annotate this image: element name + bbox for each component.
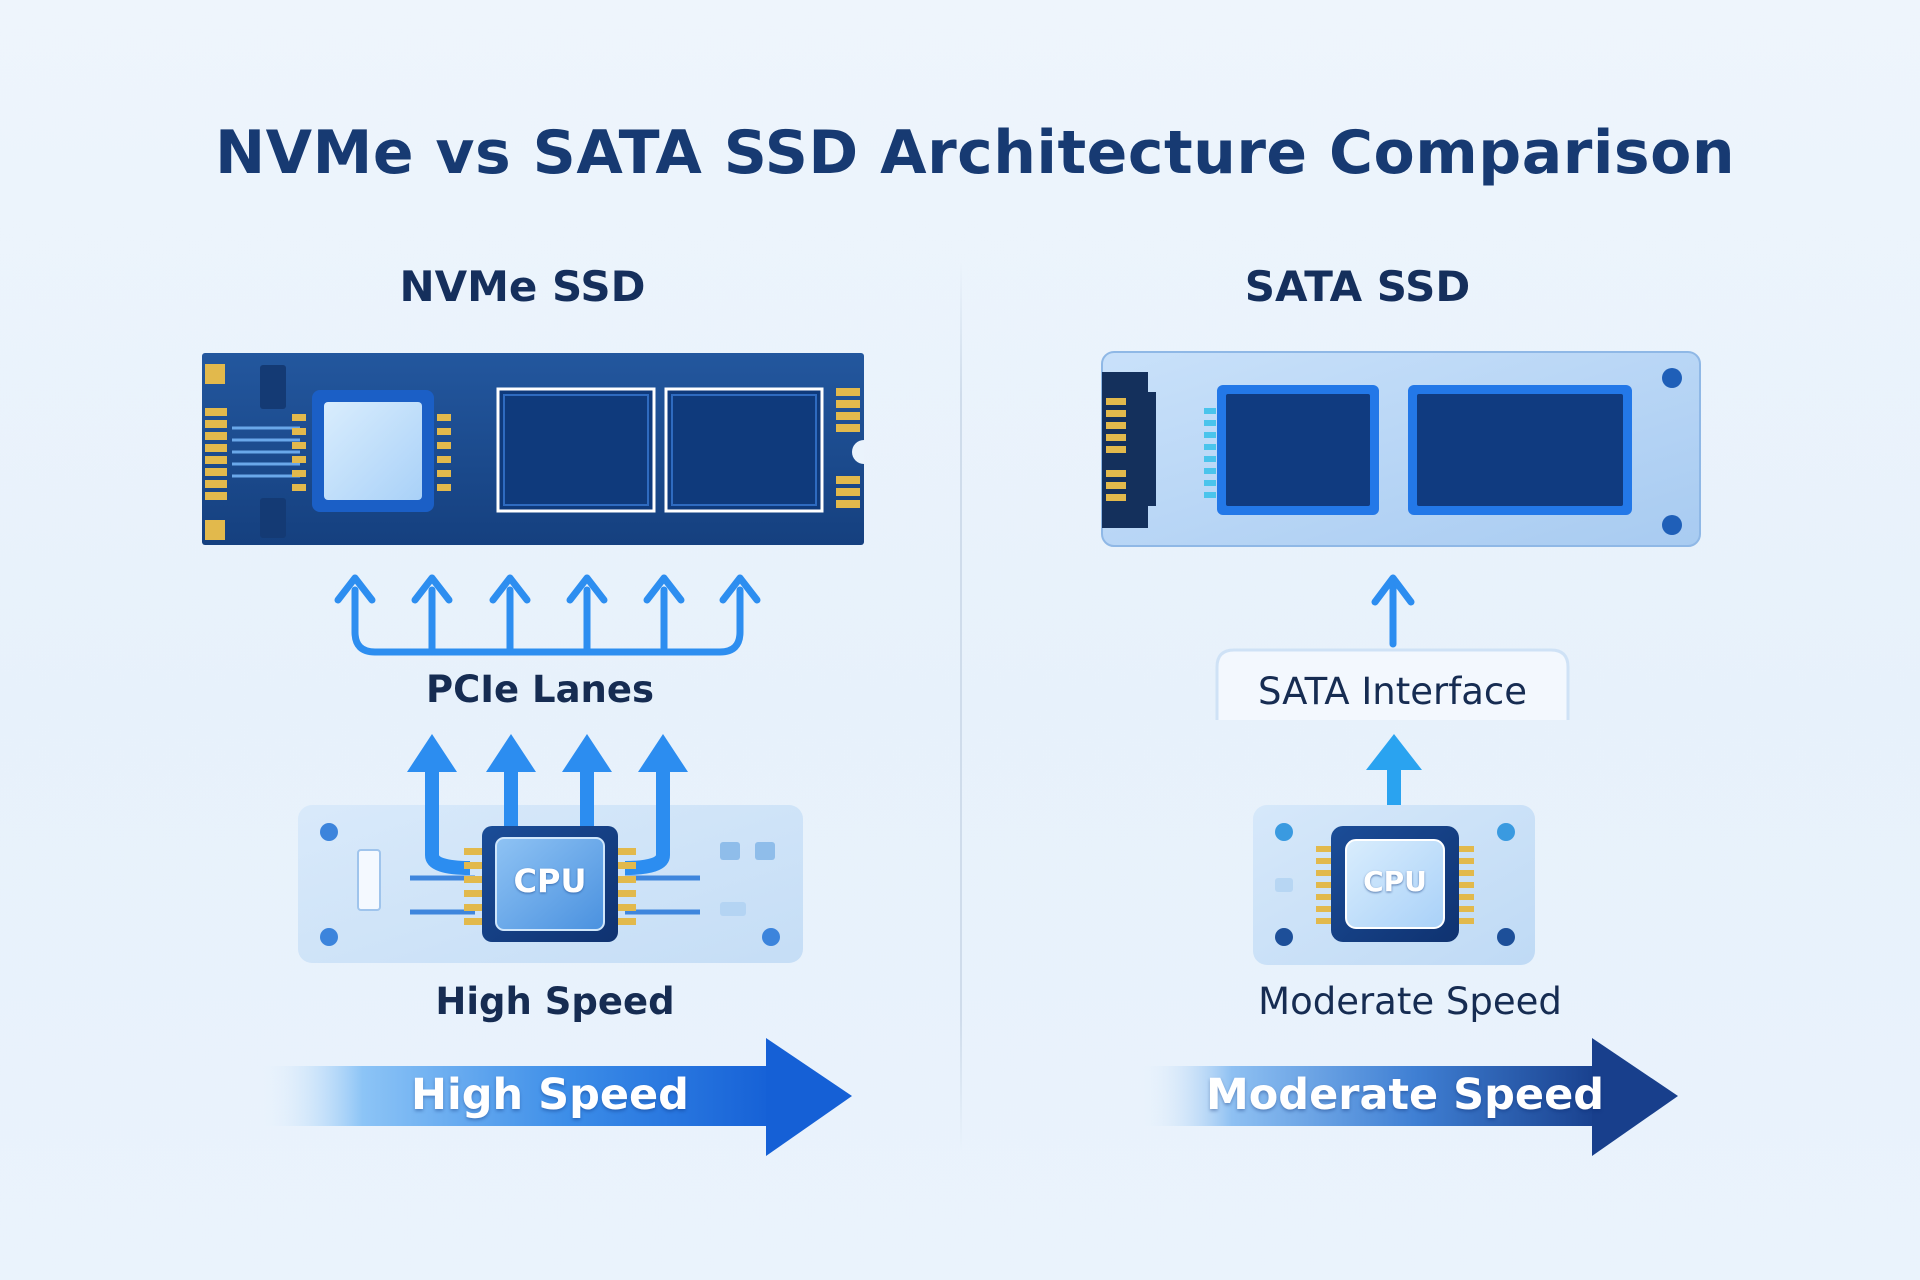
nvme-cpu-chip-icon [464, 826, 636, 942]
pcie-lanes-label: PCIe Lanes [425, 668, 655, 711]
sata-interface-box [1215, 648, 1570, 720]
nvme-cpu-label: CPU [513, 862, 587, 900]
nvme-speed-arrow-label: High Speed [411, 1070, 689, 1120]
pcie-lane-arrows [334, 574, 761, 656]
nvme-speed-caption: High Speed [435, 980, 675, 1023]
sata-ssd-card [1101, 351, 1701, 547]
sata-speed-arrow-icon [1140, 1038, 1678, 1156]
panel-divider [960, 262, 962, 1152]
sata-up-arrow-icon [1371, 574, 1415, 648]
sata-heading: SATA SSD [1244, 262, 1471, 311]
nvme-heading: NVMe SSD [399, 262, 646, 311]
sata-cpu-chip-icon [1316, 826, 1474, 942]
nvme-ssd-card [202, 353, 864, 545]
sata-interface-label: SATA Interface [1257, 670, 1528, 713]
sata-speed-caption: Moderate Speed [1258, 980, 1562, 1023]
page-title: NVMe vs SATA SSD Architecture Comparison [214, 118, 1736, 188]
sata-cpu-label: CPU [1363, 865, 1427, 898]
sata-speed-arrow-label: Moderate Speed [1205, 1070, 1605, 1120]
nvme-speed-arrow-icon [260, 1038, 852, 1156]
